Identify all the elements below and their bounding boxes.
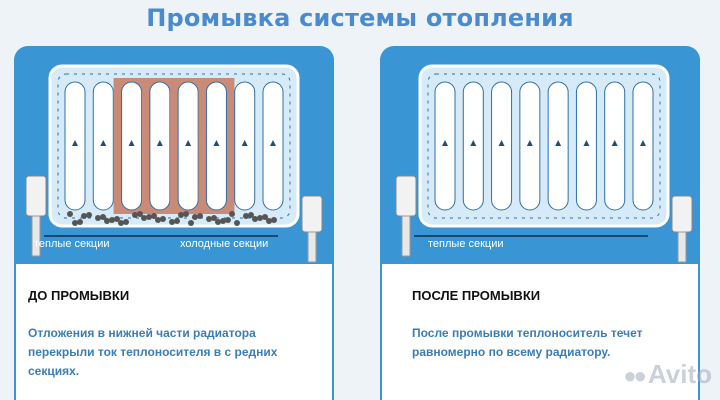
radiator-after-illustration [395,64,693,263]
deposit-particle [72,220,78,226]
flow-arrow [583,140,590,146]
deposit-particle [188,220,194,226]
deposit-particle [95,215,101,221]
deposit-particle [77,219,83,225]
deposit-particle [132,212,138,218]
after-description: После промывки теплоноситель течет равно… [412,326,643,360]
outlet-pipe [307,231,317,263]
flow-arrow [470,140,477,146]
deposit-particle [183,211,189,217]
deposit-particle [114,216,120,222]
deposit-particle [174,218,180,224]
after-description-card: ПОСЛЕ ПРОМЫВКИ После промывки теплоносит… [382,264,698,400]
deposit-particle [137,211,143,217]
deposit-particle [225,217,231,223]
flow-arrow [128,140,135,146]
cold-sections-label: холодные секции [180,238,269,250]
deposit-particle [67,211,73,217]
deposit-particle [123,219,129,225]
warm-sections-label: теплые секции [34,238,110,250]
deposit-particle [220,218,226,224]
deposit-particle [192,214,198,220]
before-heading: ДО ПРОМЫВКИ [28,288,130,303]
deposit-particle [252,216,258,222]
deposit-particle [178,212,184,218]
deposit-particle [243,213,249,219]
deposit-particle [211,215,217,221]
before-description: Отложения в нижней части радиатора перек… [28,326,278,379]
flow-arrow [156,140,163,146]
deposit-particle [109,217,115,223]
deposit-particle [100,214,106,220]
radiator-before-illustration [25,64,323,263]
flow-arrow [640,140,646,146]
inlet-pipe [401,215,411,257]
flow-arrow [526,140,533,146]
flow-arrow [498,140,505,146]
flow-arrow [100,140,107,146]
flow-arrow [442,140,448,146]
deposit-particle [81,213,87,219]
outlet-valve [301,195,323,233]
flow-arrow [611,140,618,146]
radiator-body [418,64,670,228]
flow-arrow [185,140,192,146]
deposit-particle [266,218,272,224]
deposit-particle [229,211,235,217]
deposit-particle [160,216,166,222]
deposit-particle [141,215,147,221]
deposit-particle [262,214,268,220]
deposit-particle [146,214,152,220]
deposit-particle [215,219,221,225]
deposit-particle [206,216,212,222]
deposit-particle [197,213,203,219]
deposit-particle [257,215,263,221]
deposit-particle [169,219,175,225]
deposit-particle [118,220,124,226]
inlet-valve [25,175,47,217]
flow-arrow [270,140,276,146]
after-heading: ПОСЛЕ ПРОМЫВКИ [412,288,541,303]
flow-arrow [72,140,78,146]
inlet-pipe [31,215,41,257]
deposit-particle [271,217,277,223]
deposit-particle [151,213,157,219]
flow-arrow [241,140,248,146]
warm-sections-label: теплые секции [428,238,504,250]
flow-arrow [555,140,562,146]
after-flushing-panel: теплые секции ПОСЛЕ ПРОМЫВКИ После промы… [380,46,700,400]
flow-arrow [213,140,220,146]
deposit-particle [86,212,92,218]
deposit-particle [155,217,161,223]
before-description-card: ДО ПРОМЫВКИ Отложения в нижней части рад… [16,264,332,400]
avito-watermark: ●●Avito [623,359,712,389]
outlet-valve [671,195,693,233]
outlet-pipe [677,231,687,263]
before-flushing-panel: теплые секции холодные секции ДО ПРОМЫВК… [14,46,334,400]
deposit-particle [248,212,254,218]
deposit-particle [234,220,240,226]
page-title: Промывка системы отопления [146,4,574,32]
deposit-particle [104,218,110,224]
inlet-valve [395,175,417,217]
